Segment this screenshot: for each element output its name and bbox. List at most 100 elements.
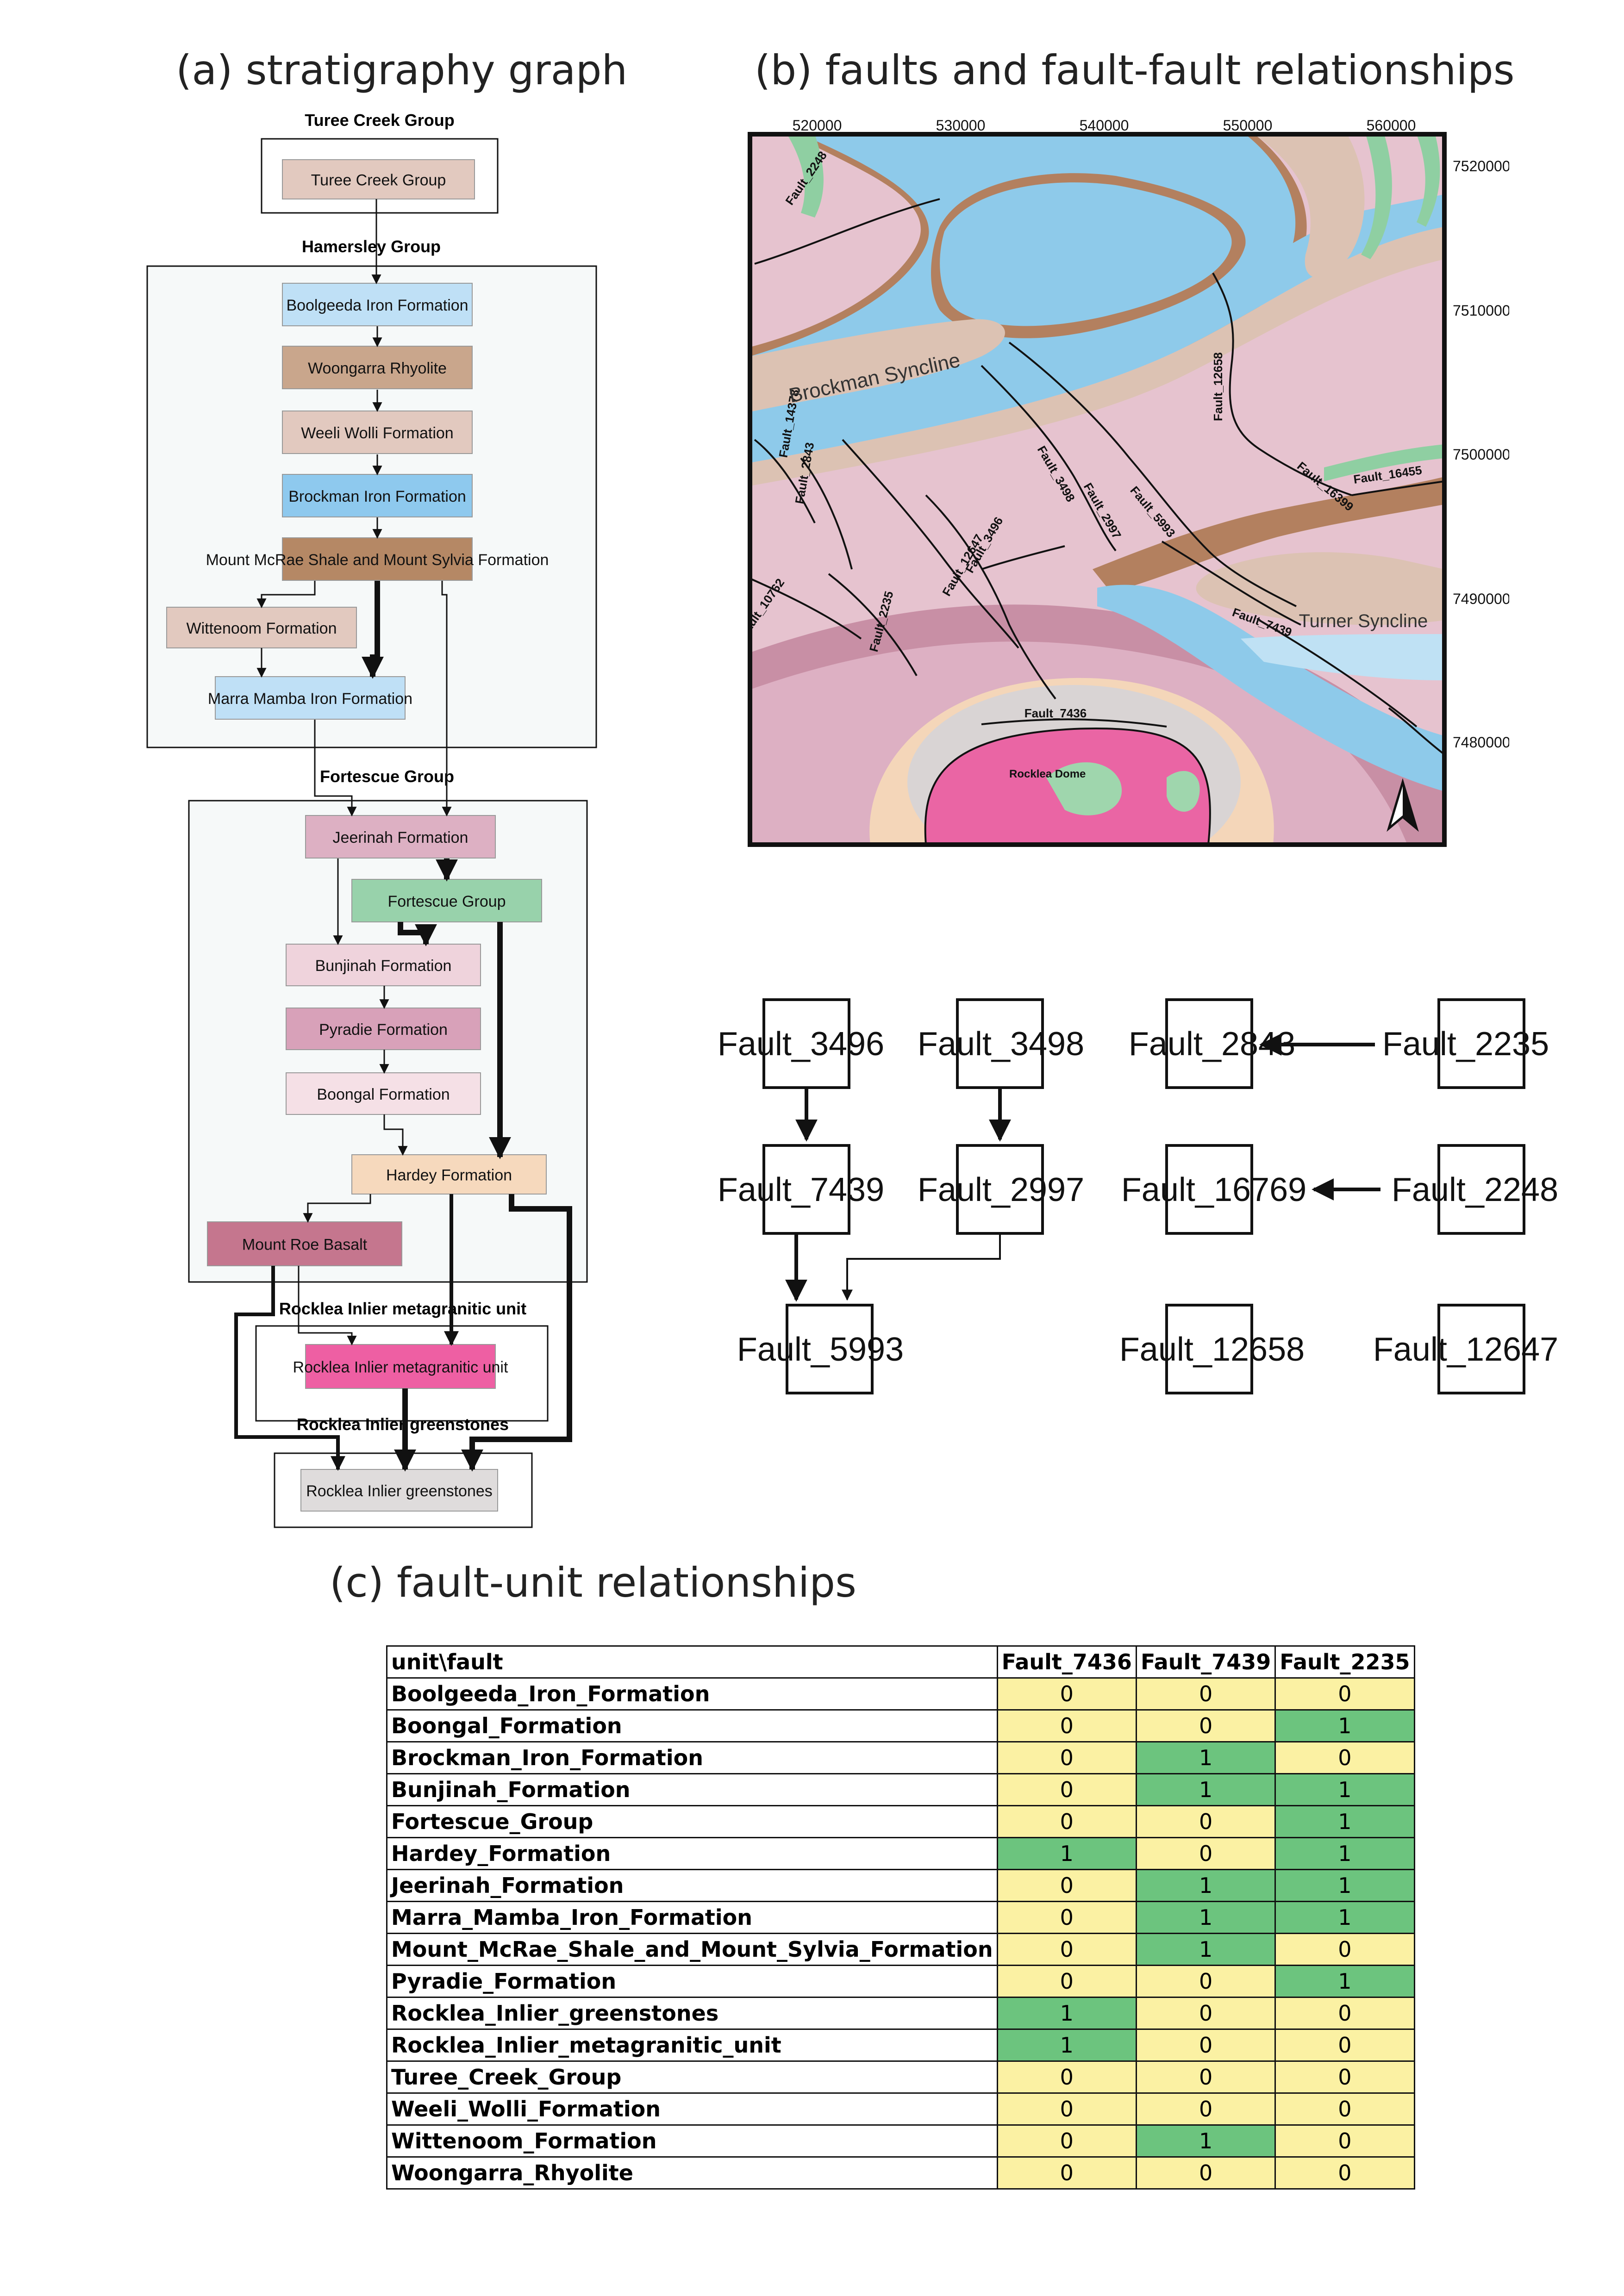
- unit-name-cell: Weeli_Wolli_Formation: [386, 2092, 998, 2126]
- fault-line-12658: [1212, 273, 1352, 496]
- relation-cell: 0: [996, 2092, 1137, 2126]
- fault-edge-2997-5993: [842, 1233, 1001, 1301]
- unit-green-patch: [1046, 762, 1122, 815]
- node-label-5993: Fault_5993: [737, 1331, 904, 1368]
- unit-label-woongarra: Woongarra Rhyolite: [308, 360, 447, 377]
- node-box-2248: [1437, 1144, 1525, 1235]
- node-box-16769: [1165, 1144, 1253, 1235]
- unit-label-boongal: Boongal Formation: [317, 1086, 450, 1103]
- node-box-2843: [1165, 998, 1253, 1089]
- edge-hardey-greenstones: [461, 1194, 572, 1472]
- unit-label-jeerinah: Jeerinah Formation: [333, 829, 468, 846]
- relation-cell: 0: [1135, 1997, 1276, 2030]
- edge-mcrae-wittenoom: [256, 581, 316, 609]
- relation-cell: 1: [996, 1837, 1137, 1870]
- unit-turner-syncline: [1196, 552, 1444, 625]
- edge-mcrae-jeerinah: [441, 581, 452, 817]
- node-label-12658: Fault_12658: [1119, 1331, 1305, 1368]
- relation-cell: 0: [1274, 2060, 1415, 2094]
- unit-label-mcrae: Mount McRae Shale and Mount Sylvia Forma…: [206, 551, 549, 569]
- relation-cell: 0: [996, 1773, 1137, 1806]
- unit-tan-band-ne: [1255, 134, 1365, 278]
- node-label-3496: Fault_3496: [718, 1026, 884, 1063]
- unit-box-turee: [282, 159, 475, 199]
- unit-name-cell: Boongal_Formation: [386, 1709, 998, 1742]
- relation-cell: 1: [1135, 1773, 1276, 1806]
- unit-name-cell: Rocklea_Inlier_metagranitic_unit: [386, 2028, 998, 2062]
- unit-box-boolgeeda: [282, 283, 473, 326]
- unit-label-bunjinah: Bunjinah Formation: [315, 957, 452, 975]
- node-box-5993: [786, 1304, 874, 1394]
- relation-cell: 0: [996, 2124, 1137, 2158]
- fault-line-misc-2: [1388, 707, 1444, 755]
- y-tick-5: 7480000: [1453, 734, 1509, 751]
- label-rocklea-dome: Rocklea Dome: [1009, 768, 1086, 780]
- relation-cell: 0: [1135, 2028, 1276, 2062]
- relation-cell: 1: [1274, 1837, 1415, 1870]
- x-tick-2: 530000: [936, 117, 986, 134]
- node-box-2997: [956, 1144, 1044, 1235]
- x-tick-4: 550000: [1223, 117, 1273, 134]
- stratigraphy-graph: Turee Creek Group Hamersley Group Fortes…: [146, 111, 597, 1528]
- unit-box-metagranitic: [305, 1344, 496, 1389]
- fault-line-2248: [754, 198, 940, 265]
- map-frame: [748, 132, 1447, 847]
- relation-cell: 1: [1274, 1901, 1415, 1934]
- panel-a-title: (a) stratigraphy graph: [176, 46, 628, 94]
- fault-line-16455: [1351, 480, 1444, 496]
- unit-box-bunjinah: [286, 944, 481, 986]
- relation-cell: 1: [1274, 1709, 1415, 1742]
- group-label-turee: Turee Creek Group: [305, 111, 454, 130]
- unit-box-greenstones: [300, 1469, 498, 1512]
- relation-cell: 0: [996, 1901, 1137, 1934]
- relation-cell: 0: [1135, 1805, 1276, 1838]
- unit-name-cell: Turee_Creek_Group: [386, 2060, 998, 2094]
- unit-name-cell: Brockman_Iron_Formation: [386, 1741, 998, 1774]
- node-label-12647: Fault_12647: [1373, 1331, 1558, 1368]
- unit-label-wittenoom: Wittenoom Formation: [187, 620, 337, 637]
- edge-hardey-roe: [303, 1194, 371, 1223]
- unit-label-roe: Mount Roe Basalt: [242, 1236, 368, 1254]
- unit-brockman-syncline: [750, 319, 1005, 412]
- unit-label-boolgeeda: Boolgeeda Iron Formation: [286, 297, 468, 314]
- unit-box-hardey: [351, 1154, 547, 1195]
- unit-name-cell: Pyradie_Formation: [386, 1965, 998, 1998]
- unit-green-belt-e: [1324, 444, 1444, 481]
- unit-label-metagranitic: Rocklea Inlier metagranitic unit: [293, 1359, 508, 1376]
- relation-cell: 1: [1274, 1965, 1415, 1998]
- unit-label-turee: Turee Creek Group: [311, 172, 446, 189]
- relation-cell: 0: [1135, 2092, 1276, 2126]
- group-label-fortescue: Fortescue Group: [320, 767, 454, 786]
- node-box-7439: [762, 1144, 850, 1235]
- node-box-2235: [1437, 998, 1525, 1089]
- relation-cell: 0: [1274, 1997, 1415, 2030]
- unit-brown-belt-east: [1093, 477, 1444, 592]
- relation-cell: 1: [1274, 1773, 1415, 1806]
- unit-box-fortescue: [351, 879, 542, 922]
- relation-cell: 0: [1274, 2156, 1415, 2190]
- unit-blue-band-mid: [750, 194, 1444, 463]
- relation-cell: 1: [1135, 1869, 1276, 1902]
- relation-cell: 0: [1274, 2124, 1415, 2158]
- unit-name-cell: Bunjinah_Formation: [386, 1773, 998, 1806]
- node-label-2248: Fault_2248: [1392, 1171, 1558, 1208]
- group-label-hamersley: Hamersley Group: [302, 237, 441, 256]
- unit-label-brockman: Brockman Iron Formation: [288, 488, 466, 505]
- unit-blue-lake: [940, 182, 1232, 326]
- unit-name-cell: Boolgeeda_Iron_Formation: [386, 1677, 998, 1711]
- unit-name-cell: Mount_McRae_Shale_and_Mount_Sylvia_Forma…: [386, 1933, 998, 1966]
- table-row: Mount_McRae_Shale_and_Mount_Sylvia_Forma…: [386, 1933, 1415, 1966]
- node-label-2235: Fault_2235: [1382, 1026, 1549, 1063]
- relation-cell: 0: [996, 1741, 1137, 1774]
- edge-marra-jeerinah: [314, 720, 357, 817]
- node-box-12647: [1437, 1304, 1525, 1394]
- unit-box-roe: [207, 1221, 402, 1266]
- relation-cell: 0: [996, 2156, 1137, 2190]
- unit-name-cell: Woongarra_Rhyolite: [386, 2156, 998, 2190]
- relation-cell: 1: [996, 1997, 1137, 2030]
- y-tick-2: 7510000: [1453, 302, 1509, 319]
